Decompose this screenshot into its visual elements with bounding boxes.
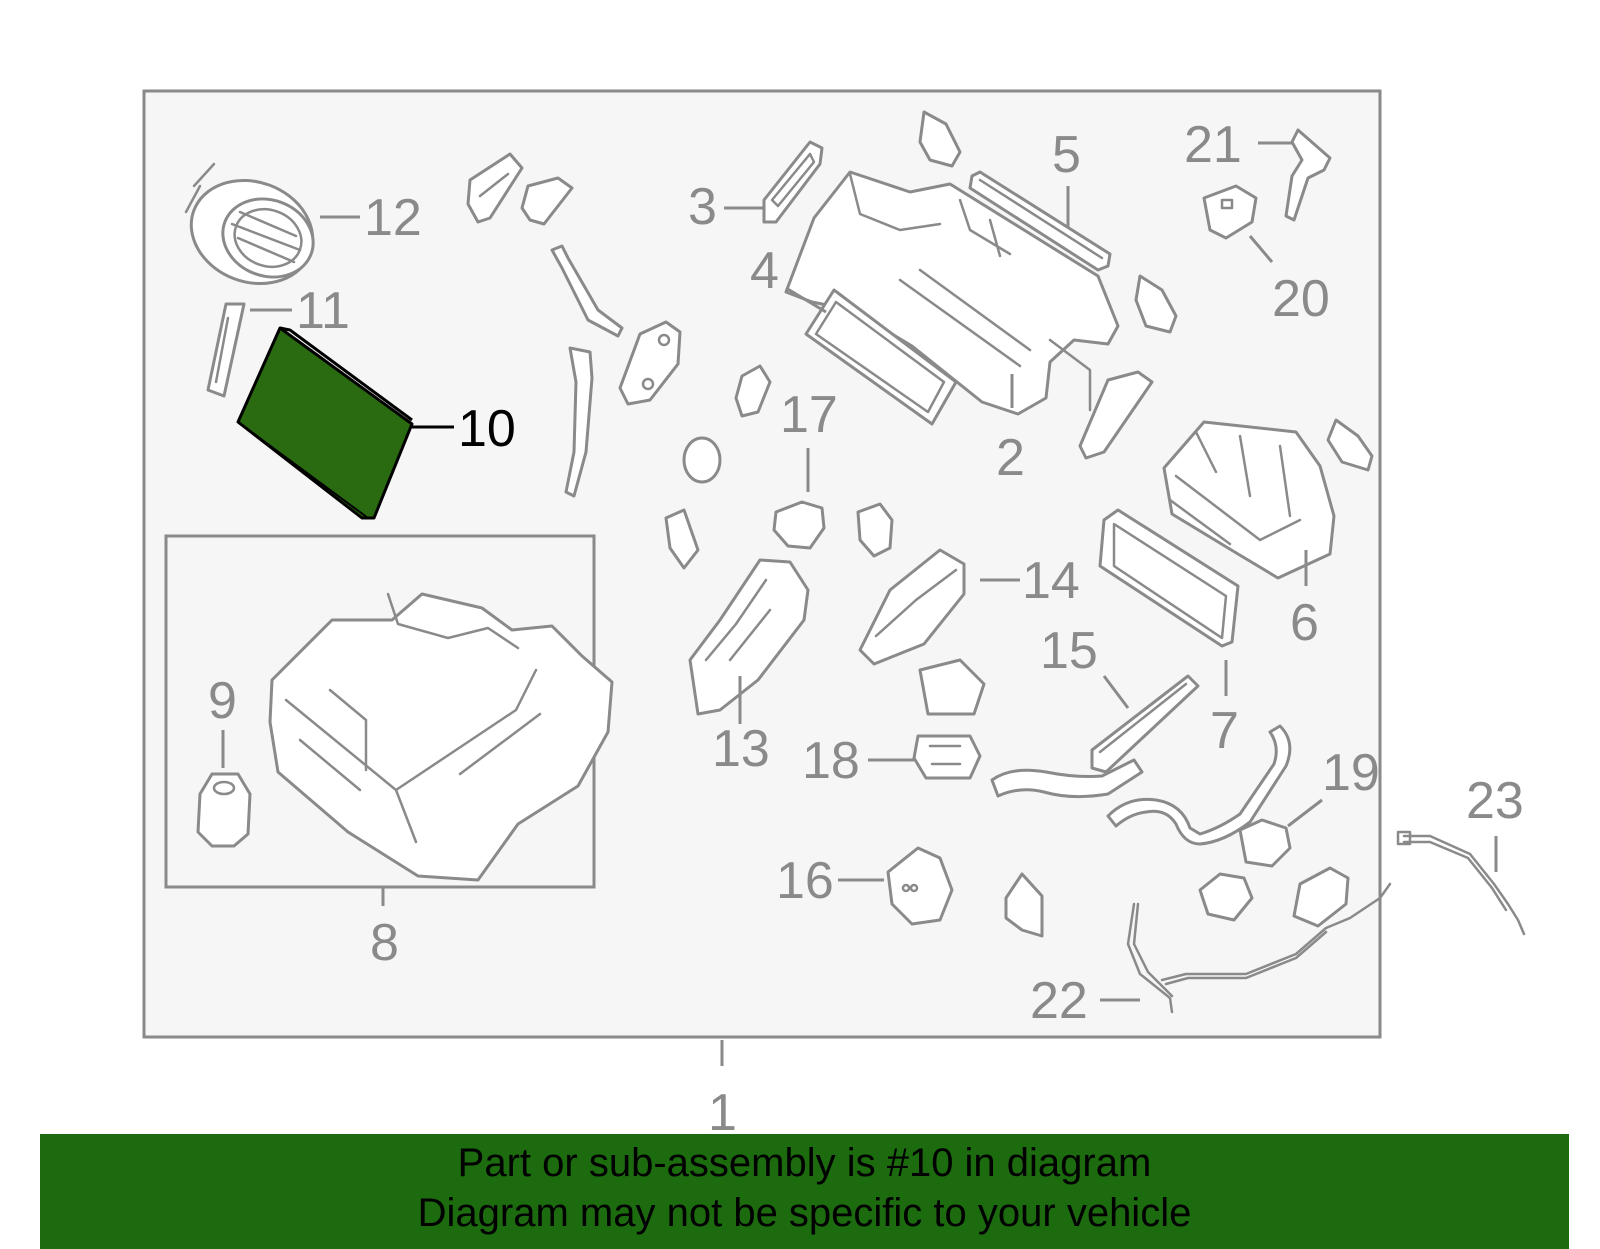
callout-23: 23 <box>1466 772 1524 830</box>
callout-10: 10 <box>458 400 516 458</box>
callout-6: 6 <box>1290 594 1319 652</box>
callout-21: 21 <box>1184 116 1242 174</box>
part-12-blower-motor <box>184 162 315 286</box>
banner-line-part-number: Part or sub-assembly is #10 in diagram <box>457 1141 1152 1185</box>
callout-16: 16 <box>776 852 834 910</box>
part-18-actuator <box>912 658 986 780</box>
part-22-harness <box>1126 882 1392 1014</box>
info-banner: Part or sub-assembly is #10 in diagram D… <box>40 1134 1569 1249</box>
callout-12: 12 <box>364 189 422 247</box>
part-15-bracket <box>1090 674 1200 774</box>
callout-5: 5 <box>1052 126 1081 184</box>
pipe-parts <box>990 724 1292 846</box>
callout-19: 19 <box>1322 744 1380 802</box>
part-8-hvac-assembly <box>268 592 614 882</box>
part-6-lower-housing <box>1162 420 1336 580</box>
callout-14: 14 <box>1022 552 1080 610</box>
callout-22: 22 <box>1030 972 1088 1030</box>
callout-2: 2 <box>996 429 1025 487</box>
part-11-bracket <box>206 302 246 398</box>
part-9-sensor <box>196 772 252 848</box>
banner-line-disclaimer: Diagram may not be specific to your vehi… <box>417 1191 1192 1235</box>
callout-11: 11 <box>296 282 350 340</box>
part-14-duct <box>858 548 966 666</box>
duct-parts-upper-middle <box>466 152 682 498</box>
part-21-and-20 <box>1202 128 1332 240</box>
part-13-duct <box>688 558 810 716</box>
part-16-servo <box>886 846 954 926</box>
callout-1: 1 <box>708 1084 737 1134</box>
callout-15: 15 <box>1040 622 1098 680</box>
callout-17: 17 <box>780 386 838 444</box>
callout-7: 7 <box>1210 702 1239 760</box>
callout-3: 3 <box>688 178 717 236</box>
part-4-filter-frame <box>804 288 958 426</box>
callout-9: 9 <box>208 672 237 730</box>
bracket-near-22 <box>1004 872 1044 938</box>
part-17-and-small-parts <box>664 364 894 570</box>
part-10-cabin-air-filter-highlighted <box>236 326 414 520</box>
part-3-gasket <box>762 140 824 224</box>
callout-18: 18 <box>802 732 860 790</box>
callout-8: 8 <box>370 914 399 972</box>
part-7-gasket <box>1098 508 1240 648</box>
part-23-harness <box>1396 830 1526 936</box>
callout-4: 4 <box>750 242 779 300</box>
callout-20: 20 <box>1272 270 1330 328</box>
bracket-parts-upper-right <box>918 110 1374 472</box>
parts-diagram: 1 2 3 4 5 6 7 8 9 10 11 12 13 14 15 16 1… <box>142 89 1526 1134</box>
part-5-strip <box>968 170 1112 272</box>
callout-13: 13 <box>712 720 770 778</box>
part-19-and-nearby <box>1198 818 1350 928</box>
